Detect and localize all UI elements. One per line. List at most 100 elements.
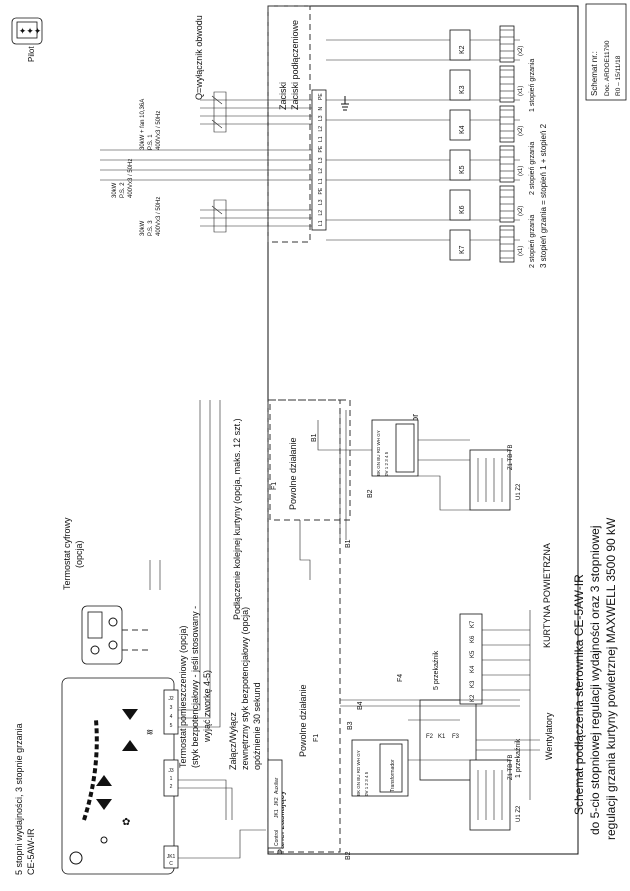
contactor-k4 — [449, 109, 471, 141]
contactor-k6 — [449, 189, 471, 221]
power-terminal-l1: L1 — [318, 178, 324, 184]
heater-elements: (x2)(x1)(x2)(x1)(x2)(x1) — [499, 25, 524, 263]
relay-bank-lower: F2 K1 F3 1 przekaźnik 5 przekaźnik — [419, 650, 522, 781]
term-2: 2 — [170, 784, 173, 790]
curtain-cabinet — [267, 5, 579, 855]
heater-tag: (x1) — [518, 86, 524, 96]
svg-text:0V 1 2 3 4 5: 0V 1 2 3 4 5 — [384, 451, 389, 476]
lower-wiring — [340, 610, 540, 800]
doc-box — [585, 3, 627, 101]
stage-2b-label: 2 stopień grzania — [529, 215, 536, 268]
heater-tag: (x2) — [518, 206, 524, 216]
ps1-block: 30kW + fan 10,36A P.S. 1 400Vx3 / 50Hz — [140, 99, 162, 150]
speed-scale-icon — [82, 719, 99, 821]
contactor-k2 — [449, 29, 471, 61]
contactor-label-k3: K3 — [459, 85, 466, 94]
svg-text:Transformador: Transformador — [390, 759, 396, 792]
title-line-3: regulacji grzania kurtyny powietrznej MA… — [604, 517, 618, 840]
fan-motor-terminals-lower: U1 Z2 Z1 TB TB — [469, 755, 522, 831]
pilot-remote-icon: ✦✦✦ — [19, 26, 42, 36]
label-k1: K1 — [438, 734, 446, 740]
svg-text:P.S. 3: P.S. 3 — [148, 220, 154, 236]
panel-term-jk1: JK1 — [274, 809, 280, 818]
term-c: C — [169, 861, 173, 867]
label-b3: B3 — [347, 721, 354, 730]
doc-box-revision: R0 – 15/11/18 — [615, 55, 622, 96]
ps3-block: 30kW P.S. 3 400Vx3 / 50Hz — [140, 197, 162, 236]
term-1: 1 — [170, 776, 173, 782]
svg-text:30kW: 30kW — [112, 182, 118, 198]
panel-slow-action-upper: Powolne działanie — [288, 437, 298, 510]
thermostat-digital-device — [81, 605, 123, 665]
contactor-column — [326, 39, 520, 241]
control-wires — [149, 400, 266, 859]
breaker-switch-icons — [213, 91, 227, 233]
heater-tag: (x1) — [518, 166, 524, 176]
on-off-3: opóźnienie 30 sekund — [252, 682, 262, 770]
svg-text:P.S. 1: P.S. 1 — [148, 134, 154, 150]
label-b4: B4 — [357, 701, 364, 710]
svg-text:30kW + fan 10,36A: 30kW + fan 10,36A — [140, 99, 146, 150]
fans-label: Wentylatory — [544, 712, 554, 760]
curtain-label: KURTYNA POWIETRZNA — [542, 543, 552, 648]
power-terminal-pe: PE — [318, 93, 324, 100]
stage-2-label: 2 stopień grzania — [529, 142, 536, 195]
zaciski-label-2: Zaciski podłączeniowe — [290, 20, 300, 110]
power-terminal-l2: L2 — [318, 126, 324, 132]
contactor-label-k7: K7 — [459, 245, 466, 254]
pilot-remote: ✦✦✦ — [11, 17, 43, 45]
doc-box-number: Doc. ARDOE11790 — [604, 40, 611, 96]
heat-down-icon — [122, 709, 138, 720]
fan-transformer-lower: BK GN BU RD WH GY 0V 1 2 3 4 5 Transform… — [351, 739, 409, 797]
svg-text:Z1 TB TB: Z1 TB TB — [508, 445, 514, 470]
relay-k2: K2 — [470, 694, 476, 702]
label-f1-upper: F1 — [271, 482, 278, 490]
ir-sensor-icon — [69, 851, 83, 865]
relay-k4: K4 — [470, 665, 476, 673]
relay1-label: 1 przekaźnik — [515, 738, 522, 778]
svg-text:U1 Z2: U1 Z2 — [516, 805, 522, 822]
power-terminal-l2: L2 — [318, 210, 324, 216]
power-terminal-l1: L1 — [318, 220, 324, 226]
power-terminal-l2: L2 — [318, 168, 324, 174]
relay-k6: K6 — [470, 635, 476, 643]
relay-row: K2 K3 K4 K5 K6 K7 — [459, 613, 483, 705]
term-jk1: JK1 — [167, 854, 176, 860]
fan-icon: ✿ — [122, 817, 130, 828]
controller-terminals: JK1 C J3 1 2 J2 3 4 5 — [163, 689, 179, 869]
svg-text:400Vx3 / 50Hz: 400Vx3 / 50Hz — [156, 197, 162, 236]
svg-text:400Vx3 / 50Hz: 400Vx3 / 50Hz — [156, 111, 162, 150]
label-b2-lower: B2 — [345, 851, 352, 860]
stage-3-label: 3 stopień grzania = stopień 1 + stopień … — [539, 123, 548, 268]
contactor-label-k6: K6 — [459, 205, 466, 214]
relay5-label: 5 przekaźnik — [433, 650, 440, 690]
contactor-label-k4: K4 — [459, 125, 466, 134]
power-terminal-l1: L1 — [318, 136, 324, 142]
power-icon — [100, 836, 108, 844]
upper-wiring — [299, 410, 470, 580]
term-5: 5 — [170, 723, 173, 729]
term-j3: J3 — [168, 768, 174, 774]
power-cables — [100, 95, 312, 227]
svg-text:Z1 TB TB: Z1 TB TB — [508, 755, 514, 780]
label-f3: F3 — [452, 734, 460, 740]
thermostat-dash-link — [122, 629, 148, 651]
ps2-block: 30kW P.S. 2 400Vx3 / 50Hz — [112, 159, 134, 198]
term-4: 4 — [170, 714, 173, 720]
controller-device: ✿ ≋ — [61, 677, 175, 875]
svg-text:30kW: 30kW — [140, 220, 146, 236]
svg-text:400Vx3 / 50Hz: 400Vx3 / 50Hz — [128, 159, 134, 198]
term-3: 3 — [170, 705, 173, 711]
label-b2-upper: B2 — [367, 489, 374, 498]
contactor-k7 — [449, 229, 471, 261]
panel-term-control: Control — [274, 830, 280, 846]
thermostat-digital-1: Termostat cyfrowy — [62, 517, 72, 590]
contactor-label-k2: K2 — [459, 45, 466, 54]
svg-text:U1 Z2: U1 Z2 — [516, 483, 522, 500]
panel-terminal-block: Control JK1 JK2 Auxiliar — [267, 759, 283, 849]
svg-text:P.S. 2: P.S. 2 — [120, 182, 126, 198]
panel-term-jk2: JK2 — [274, 797, 280, 806]
